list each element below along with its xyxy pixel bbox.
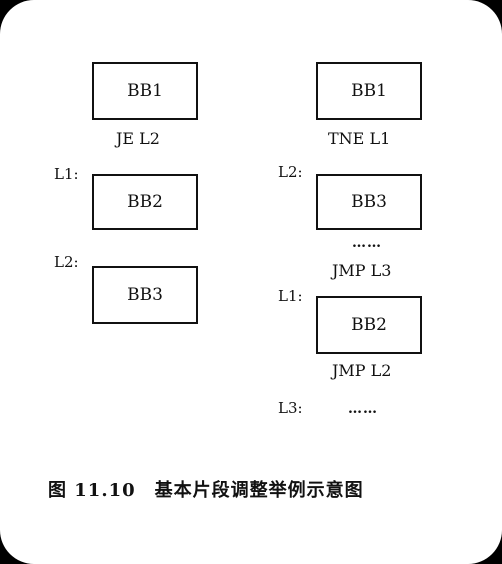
- right-block-bb2-label: BB2: [351, 315, 387, 335]
- left-block-bb3-label: BB3: [127, 285, 163, 305]
- right-jump-jmp-l2: JMP L2: [332, 361, 392, 380]
- left-block-bb1: BB1: [92, 62, 198, 120]
- left-label-l2: L2:: [54, 253, 79, 271]
- right-label-l3: L3:: [278, 399, 303, 417]
- right-label-l1: L1:: [278, 287, 303, 305]
- right-jump-tne-l1: TNE L1: [328, 129, 391, 148]
- right-block-bb1: BB1: [316, 62, 422, 120]
- figure-caption: 图 11.10 基本片段调整举例示意图: [48, 480, 364, 501]
- right-ellipsis-2: ……: [348, 401, 378, 417]
- left-jump-je-l2: JE L2: [116, 129, 160, 148]
- left-block-bb2-label: BB2: [127, 192, 163, 212]
- left-block-bb3: BB3: [92, 266, 198, 324]
- right-block-bb3: BB3: [316, 174, 422, 230]
- right-block-bb2: BB2: [316, 296, 422, 354]
- left-label-l1: L1:: [54, 165, 79, 183]
- right-label-l2: L2:: [278, 163, 303, 181]
- left-block-bb2: BB2: [92, 174, 198, 230]
- right-block-bb1-label: BB1: [351, 81, 387, 101]
- right-block-bb3-label: BB3: [351, 192, 387, 212]
- right-ellipsis-1: ……: [352, 235, 382, 251]
- right-jump-jmp-l3: JMP L3: [332, 261, 392, 280]
- left-block-bb1-label: BB1: [127, 81, 163, 101]
